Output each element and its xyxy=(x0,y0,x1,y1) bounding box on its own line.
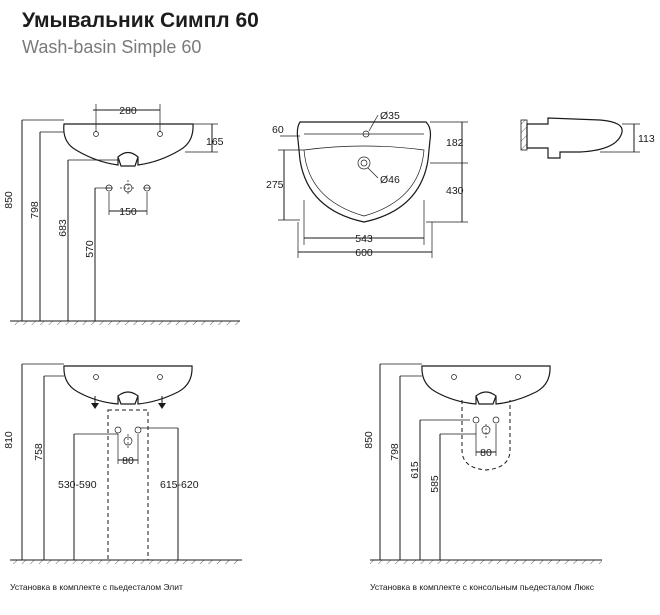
caption-lux: Установка в комплекте с консольным пьеде… xyxy=(370,582,595,592)
dim-600: 600 xyxy=(355,247,373,259)
basin-front-shape-3 xyxy=(421,365,551,405)
dim-275: 275 xyxy=(266,179,284,191)
dim-798: 798 xyxy=(29,201,41,219)
dim-60: 60 xyxy=(272,124,284,136)
dim-585-lux: 585 xyxy=(429,475,441,493)
floor-hatch xyxy=(10,321,240,325)
dim-113: 113 xyxy=(638,133,655,145)
basin-front-shape-2 xyxy=(63,365,193,405)
dim-165: 165 xyxy=(206,136,224,148)
dim-182: 182 xyxy=(446,137,464,149)
floor-hatch-3 xyxy=(370,560,602,564)
pipe-connections xyxy=(105,180,151,196)
elite-pedestal-view: 810 758 530-590 615-620 80 Установка в к… xyxy=(3,363,242,592)
dim-530-590: 530-590 xyxy=(58,479,97,491)
dim-80-elite: 80 xyxy=(122,455,134,467)
siphon xyxy=(117,156,139,167)
bowl-outline xyxy=(303,145,425,217)
product-subtitle: Wash-basin Simple 60 xyxy=(22,37,202,57)
dim-615-620: 615-620 xyxy=(160,479,199,491)
tap-hole xyxy=(362,130,370,138)
pedestal-lux xyxy=(461,400,511,471)
drain-hole xyxy=(357,156,371,170)
top-view: Ø35 Ø46 60 275 182 430 543 600 xyxy=(266,110,468,259)
basin-side-shape xyxy=(526,117,623,159)
dim-430: 430 xyxy=(446,185,464,197)
dim-798-lux: 798 xyxy=(389,443,401,461)
dim-850-lux: 850 xyxy=(363,431,375,449)
floor-hatch-2 xyxy=(10,560,242,564)
dim-683: 683 xyxy=(57,219,69,237)
caption-elite: Установка в комплекте с пьедесталом Элит xyxy=(10,582,183,592)
dim-d46: Ø46 xyxy=(380,174,400,186)
product-title: Умывальник Симпл 60 xyxy=(22,9,259,32)
pedestal-elite xyxy=(107,409,149,561)
front-view: 280 165 850 798 683 570 150 xyxy=(3,104,240,325)
basin-front-shape xyxy=(63,123,194,166)
dim-570: 570 xyxy=(84,240,96,258)
dim-543: 543 xyxy=(355,233,373,245)
basin-top-shape xyxy=(296,121,432,223)
dim-758: 758 xyxy=(33,443,45,461)
dim-615-lux: 615 xyxy=(409,461,421,479)
side-view: 113 xyxy=(520,117,655,159)
lux-pedestal-view: 850 798 615 585 80 Установка в комплекте… xyxy=(363,363,602,592)
dim-d35: Ø35 xyxy=(380,110,400,122)
wall-section xyxy=(520,119,528,151)
dim-80-lux: 80 xyxy=(480,447,492,459)
dim-850: 850 xyxy=(3,191,15,209)
dim-150: 150 xyxy=(119,206,137,218)
dim-810: 810 xyxy=(3,431,15,449)
dim-280: 280 xyxy=(119,105,137,117)
